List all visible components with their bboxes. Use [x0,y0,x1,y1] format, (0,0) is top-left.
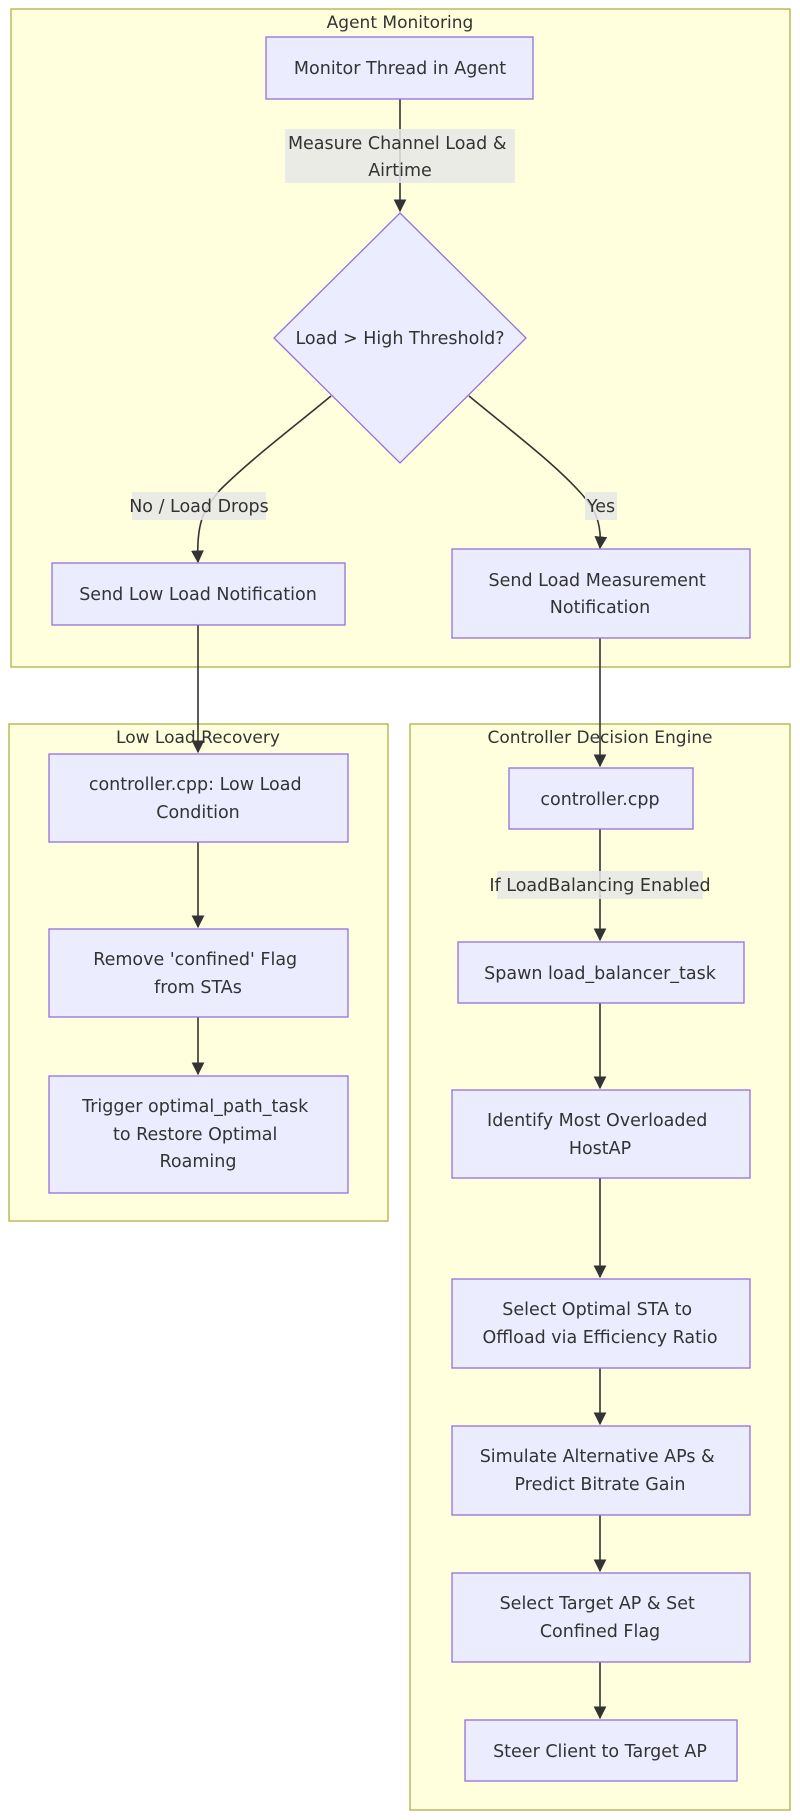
node-send-load-measurement-notification[interactable]: Send Load Measurement Notification [451,548,751,639]
svg-text:Load > High Threshold?: Load > High Threshold? [295,329,504,349]
svg-text:Identify Most Overloaded: Identify Most Overloaded HostAP [487,1111,713,1159]
svg-text:Measure Channel Load & A: Measure Channel Load & Airtime [288,134,512,181]
svg-text:If LoadBalancing Enabled: If LoadBalancing Enabled [489,876,710,896]
svg-text:Spawn load_balancer_task: Spawn load_balancer_task [484,964,717,984]
edge-label-if-load-balancing: If LoadBalancing Enabled [489,871,711,899]
svg-text:Remove 'confined' Flag f: Remove 'confined' Flag from STAs [93,950,303,998]
svg-text:Simulate Alternative APs &: Simulate Alternative APs & Predict Bitra… [480,1447,721,1495]
node-send-low-load-notification[interactable]: Send Low Load Notification [51,562,346,626]
node-select-target-ap[interactable]: Select Target AP & Set Confined Flag [451,1572,751,1663]
svg-text:Yes: Yes [586,497,615,517]
node-monitor-thread[interactable]: Monitor Thread in Agent [265,36,534,100]
svg-text:Select Target AP & Set C: Select Target AP & Set Confined Flag [500,1594,701,1642]
svg-text:controller.cpp: controller.cpp [540,790,659,810]
cluster-title-agent-monitoring: Agent Monitoring [327,13,474,33]
node-trigger-optimal-path-task[interactable]: Trigger optimal_path_task to Restore Opt… [48,1075,349,1194]
node-remove-confined-flag[interactable]: Remove 'confined' Flag from STAs [48,928,349,1018]
node-select-optimal-sta[interactable]: Select Optimal STA to Offload via Effici… [451,1278,751,1369]
node-low-load-condition[interactable]: controller.cpp: Low Load Condition [48,753,349,843]
node-steer-client[interactable]: Steer Client to Target AP [464,1719,738,1782]
svg-text:Select Optimal STA to Of: Select Optimal STA to Offload via Effici… [482,1300,717,1348]
svg-text:No / Load Drops: No / Load Drops [129,497,269,517]
svg-text:Steer Client to Target AP: Steer Client to Target AP [493,1742,707,1762]
svg-text:Monitor Thread in Agent: Monitor Thread in Agent [294,59,506,79]
node-load-decision[interactable]: Load > High Threshold? [273,212,527,464]
node-simulate-alternative-aps[interactable]: Simulate Alternative APs & Predict Bitra… [451,1425,751,1516]
node-controller-cpp[interactable]: controller.cpp [508,767,694,830]
node-spawn-load-balancer-task[interactable]: Spawn load_balancer_task [457,941,745,1004]
edge-label-no-load-drops: No / Load Drops [129,492,269,520]
edge-label-yes: Yes [585,492,617,520]
edges [191,99,608,1720]
svg-text:Send Low Load Notification: Send Low Load Notification [79,585,317,605]
svg-text:Send Load Measurement No: Send Load Measurement Notification [489,571,712,618]
node-identify-overloaded-hostap[interactable]: Identify Most Overloaded HostAP [451,1089,751,1179]
edge-decision-to-low-load [191,395,332,564]
edge-decision-to-measurement [468,395,608,550]
svg-text:Trigger optimal_path_task: Trigger optimal_path_task to Restore Opt… [81,1097,314,1172]
svg-text:controller.cpp: Low Load: controller.cpp: Low Load Condition [89,775,307,823]
edge-label-measure-channel-load: Measure Channel Load & Airtime [285,129,515,183]
